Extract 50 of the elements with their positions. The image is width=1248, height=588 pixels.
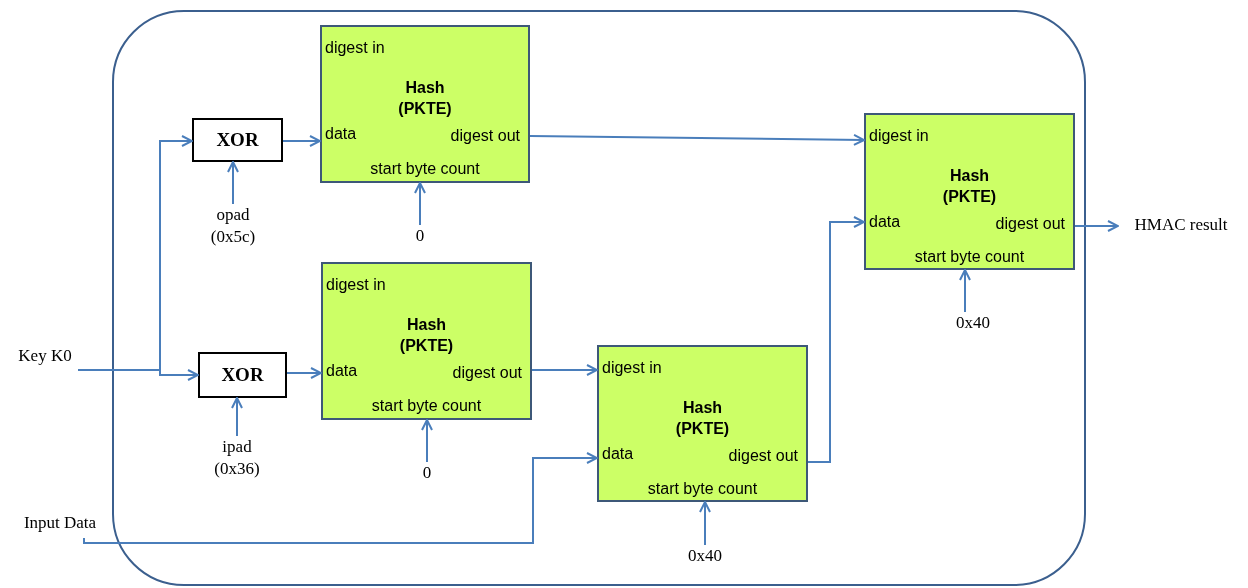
port-label: digest out [728,447,798,465]
rounded-frame [112,10,1086,586]
block-title: Hash (PKTE) [941,166,998,207]
input-label: 0 [415,462,439,484]
input-label: 0x40 [948,312,998,338]
port-label: digest in [869,127,929,145]
arrow [227,161,239,205]
hash-block [597,345,808,502]
arrow [531,364,598,376]
block-title: Hash (PKTE) [397,78,453,119]
arrow [1074,220,1119,232]
port-label: start byte count [370,397,483,415]
port-label: digest in [325,39,385,57]
input-label: 0 [408,225,432,247]
hash-block [320,25,530,183]
arrow [421,419,433,463]
input-label: HMAC result [1118,214,1244,240]
arrow [282,135,321,147]
arrow [231,397,243,437]
arrow [414,182,426,226]
arrow [77,369,199,381]
hash-block [321,262,532,420]
block-title: Hash (PKTE) [398,315,455,356]
port-label: data [869,213,901,231]
hash-block [864,113,1075,270]
xor-block: XOR [192,118,283,162]
port-label: start byte count [646,480,759,498]
port-label: start byte count [369,160,481,178]
input-label: opad (0x5c) [196,204,270,250]
input-label: ipad (0x36) [206,436,268,482]
port-label: data [325,125,357,143]
arrow [83,452,598,544]
port-label: start byte count [913,248,1026,266]
port-label: digest out [452,364,522,382]
arrow [529,133,865,146]
port-label: digest out [450,127,520,145]
xor-block: XOR [198,352,287,398]
port-label: digest in [326,276,386,294]
input-label: Input Data [4,512,116,538]
port-label: digest out [995,215,1065,233]
port-label: data [602,445,634,463]
arrow [959,269,971,313]
port-label: digest in [602,359,662,377]
block-title: Hash (PKTE) [674,398,731,439]
arrow [286,367,322,379]
input-label: 0x40 [680,545,730,571]
input-label: Key K0 [12,345,78,371]
arrow [699,501,711,546]
arrow [807,216,865,463]
port-label: data [326,362,358,380]
